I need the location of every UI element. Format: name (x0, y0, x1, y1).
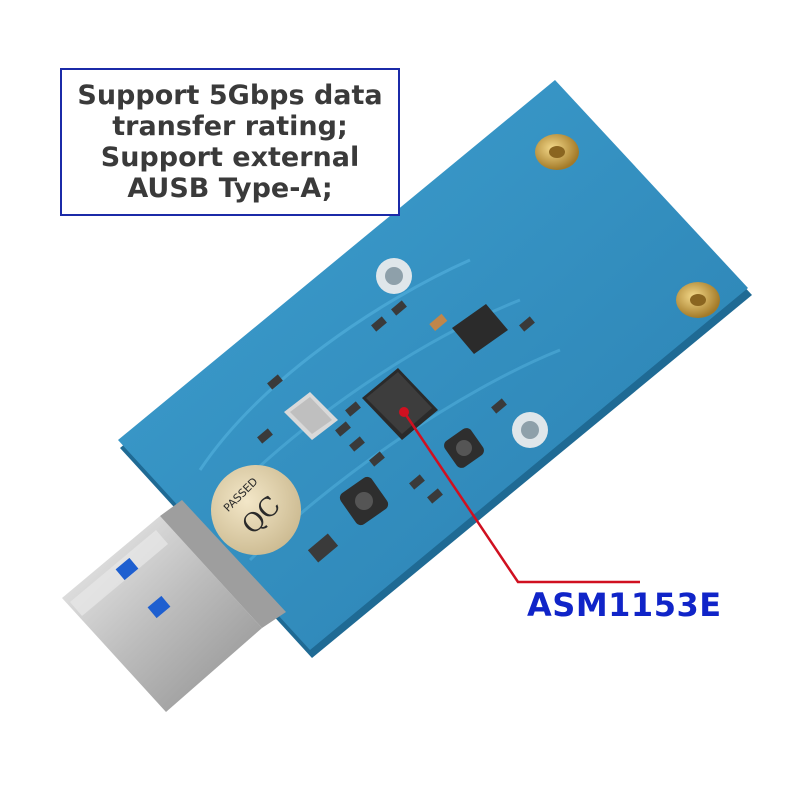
callout-line-4: AUSB Type-A; (127, 173, 333, 204)
callout-line-1: Support 5Gbps data (77, 80, 383, 111)
controller-chip (362, 368, 438, 440)
callout-line-2: transfer rating; (112, 111, 348, 142)
chip-model-label: ASM1153E (527, 586, 722, 624)
qc-sticker: QC PASSED (211, 465, 301, 555)
usb-type-a-connector (62, 500, 286, 712)
usb-contact-window (147, 595, 171, 619)
mounting-pads (535, 134, 720, 318)
callout-line-3: Support external (100, 142, 360, 173)
small-ic (452, 304, 508, 354)
crystal-oscillator (284, 392, 338, 440)
feature-callout-box: Support 5Gbps data transfer rating; Supp… (60, 68, 400, 216)
inductors (339, 428, 484, 526)
usb-contact-window (115, 557, 139, 581)
screw-holes (376, 258, 548, 448)
passive-components (257, 300, 535, 563)
pointer-line (399, 407, 640, 584)
